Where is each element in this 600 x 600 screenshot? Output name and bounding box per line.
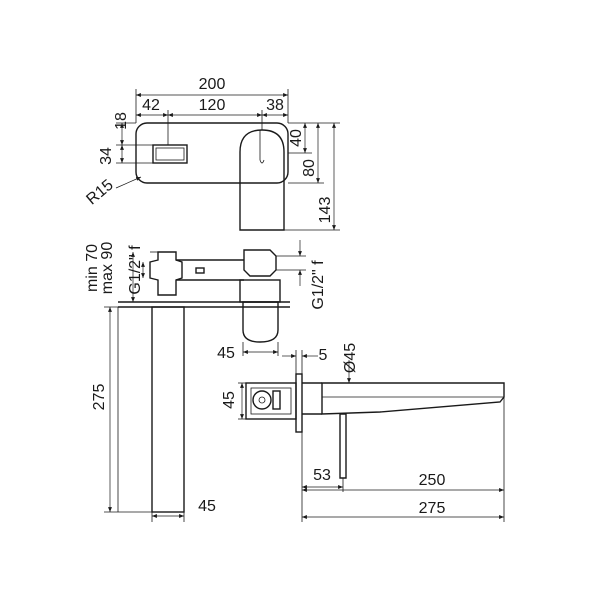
dim-spout-45: 45 — [198, 498, 216, 515]
dim-80: 80 — [301, 159, 318, 177]
front-outlet-slot — [152, 144, 188, 164]
top-view: 45 5 Ø45 53 250 275 — [221, 343, 505, 522]
front-lever — [239, 129, 285, 231]
dim-120: 120 — [199, 97, 226, 114]
top-wall-plate — [295, 373, 303, 433]
dim-inlet-left: G1/2" f — [127, 245, 144, 295]
dim-box-45: 45 — [217, 345, 235, 362]
dim-plate-5: 5 — [319, 347, 328, 364]
side-view: min 70 max 90 G1/2" f G1/2" f 45 275 45 — [84, 240, 327, 522]
front-wall-plate — [135, 122, 289, 184]
side-right-connector — [243, 249, 277, 277]
dim-min-70: min 70 — [84, 244, 101, 292]
dim-143: 143 — [317, 197, 334, 224]
top-lever — [339, 413, 347, 479]
front-outlet-inner — [155, 147, 185, 161]
dim-18: 18 — [113, 112, 130, 130]
dim-top-box-45: 45 — [221, 391, 238, 409]
top-cartridge — [252, 390, 272, 410]
dim-reach-275: 275 — [419, 500, 446, 517]
side-lever — [242, 301, 279, 343]
dim-40: 40 — [288, 129, 305, 147]
dim-spout-275: 275 — [91, 384, 108, 411]
dim-inlet-right: G1/2" f — [310, 260, 327, 310]
dim-reach-250: 250 — [419, 472, 446, 489]
top-spout — [321, 382, 505, 415]
dim-r15: R15 — [83, 177, 116, 209]
dim-42: 42 — [142, 97, 160, 114]
side-cartridge — [239, 279, 281, 303]
dim-diameter-45: Ø45 — [342, 343, 359, 373]
dim-38: 38 — [266, 97, 284, 114]
side-body — [149, 251, 183, 296]
dim-lever-53: 53 — [313, 467, 331, 484]
dim-34: 34 — [98, 147, 115, 165]
side-spout — [151, 306, 185, 513]
dim-max-90: max 90 — [99, 242, 116, 295]
side-mark — [195, 267, 205, 274]
front-view: 200 42 120 38 18 34 R15 40 80 143 — [83, 76, 340, 231]
dim-width-200: 200 — [199, 76, 226, 93]
